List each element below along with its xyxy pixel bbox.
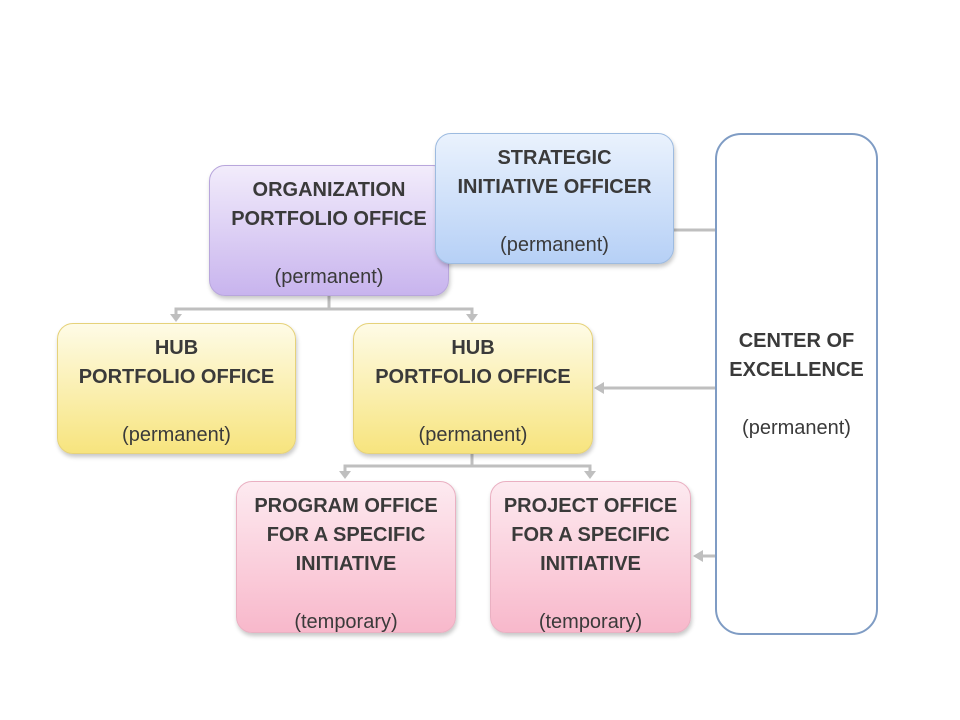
box-status: (temporary) [294, 611, 398, 633]
connector-org-to-hubs [174, 296, 474, 320]
box-title-line: INITIATIVE OFFICER [457, 176, 652, 198]
arrowhead-program [339, 471, 351, 479]
arrowhead-coe-to-hub [594, 382, 604, 394]
strategic-initiative-officer: STRATEGIC INITIATIVE OFFICER (permanent) [435, 133, 674, 264]
hub-portfolio-office-left: HUB PORTFOLIO OFFICE (permanent) [57, 323, 296, 454]
connector-hub-to-offices [343, 454, 592, 477]
box-title-line: CENTER OF [738, 330, 855, 352]
box-title-line: PORTFOLIO OFFICE [231, 208, 427, 230]
project-office: PROJECT OFFICE FOR A SPECIFIC INITIATIVE… [490, 481, 691, 633]
arrowhead-hub-left [170, 314, 182, 322]
organization-portfolio-office: ORGANIZATION PORTFOLIO OFFICE (permanent… [209, 165, 449, 296]
program-office: PROGRAM OFFICE FOR A SPECIFIC INITIATIVE… [236, 481, 456, 633]
box-status: (permanent) [122, 424, 231, 446]
box-status: (temporary) [538, 611, 643, 633]
box-title-line: EXCELLENCE [729, 359, 864, 381]
arrowhead-coe-to-project [693, 550, 703, 562]
box-title-line: PORTFOLIO OFFICE [78, 366, 275, 388]
box-status: (permanent) [274, 266, 384, 288]
box-title-line: INITIATIVE [540, 553, 641, 575]
box-title-line: PROJECT OFFICE [503, 495, 678, 517]
box-title-line: INITIATIVE [295, 553, 397, 575]
box-title-line: PROGRAM OFFICE [254, 495, 438, 517]
arrowhead-project [584, 471, 596, 479]
box-title-line: HUB [451, 337, 495, 359]
box-status: (permanent) [742, 417, 851, 439]
box-title-line: FOR A SPECIFIC [511, 524, 670, 546]
box-title-line: PORTFOLIO OFFICE [375, 366, 571, 388]
box-title-line: FOR A SPECIFIC [266, 524, 426, 546]
box-title-line: ORGANIZATION [252, 179, 406, 201]
box-status: (permanent) [500, 234, 609, 256]
box-status: (permanent) [418, 424, 528, 446]
center-of-excellence: CENTER OF EXCELLENCE (permanent) [715, 133, 878, 635]
box-title-line: STRATEGIC [497, 147, 612, 169]
box-title-line: HUB [154, 337, 199, 359]
arrowhead-hub-right [466, 314, 478, 322]
hub-portfolio-office-right: HUB PORTFOLIO OFFICE (permanent) [353, 323, 593, 454]
